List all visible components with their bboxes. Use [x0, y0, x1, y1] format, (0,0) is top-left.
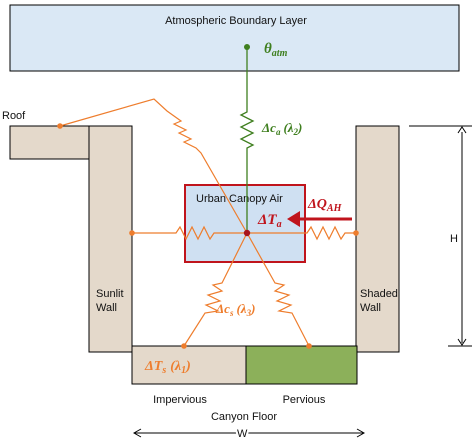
theta-symbol: θ: [264, 41, 272, 57]
delta-ta-label: ΔTa: [257, 212, 282, 230]
anthropogenic-heat-arrow: [287, 211, 352, 227]
svg-text:ΔTa: ΔTa: [257, 212, 282, 230]
pervious-node: [306, 343, 312, 349]
delta-ca-label: Δca(λ2): [261, 120, 302, 137]
canyon-floor-label: Canyon Floor: [211, 411, 277, 423]
atmosphere-resistor: [239, 47, 255, 233]
sunlit-wall-node: [129, 230, 135, 236]
width-label: W: [237, 428, 248, 440]
impervious-label: Impervious: [153, 394, 207, 406]
canopy-air-node: [243, 229, 251, 237]
shaded-wall-label-line2: Wall: [360, 302, 381, 314]
height-dimension: [409, 125, 472, 347]
pervious-label: Pervious: [283, 394, 326, 406]
svg-text:Δca(λ2): Δca(λ2): [261, 120, 302, 137]
shaded-wall-label-line1: Shaded: [360, 288, 398, 300]
roof-node: [57, 123, 63, 129]
sunlit-wall-resistor: [132, 225, 247, 241]
theta-atm-label: θatm: [264, 41, 288, 59]
roof-block: [9, 125, 90, 160]
theta-subscript: atm: [272, 48, 288, 59]
svg-text:Δcs(λ3): Δcs(λ3): [215, 301, 255, 318]
impervious-node: [181, 343, 187, 349]
impervious-surface: [131, 345, 247, 385]
svg-text:ΔTs(λ1): ΔTs(λ1): [144, 359, 191, 376]
svg-text:ΔQAH: ΔQAH: [307, 197, 343, 214]
delta-qah-label: ΔQAH: [307, 197, 343, 214]
pervious-resistor: [246, 232, 310, 347]
delta-ts-label: ΔTs(λ1): [144, 359, 191, 376]
delta-cs-label: Δcs(λ3): [215, 301, 255, 318]
sunlit-wall-label-line1: Sunlit: [96, 288, 124, 300]
width-dimension: [132, 428, 366, 438]
roof-resistor: [59, 98, 248, 234]
shaded-wall-resistor: [247, 225, 356, 241]
svg-text:θatm: θatm: [264, 41, 288, 59]
height-label: H: [450, 233, 458, 245]
sunlit-wall: [88, 125, 133, 353]
sunlit-wall-label-line2: Wall: [96, 302, 117, 314]
impervious-resistor: [183, 232, 248, 347]
atmospheric-boundary-layer-box: [9, 4, 460, 72]
urban-canopy-air-box: [184, 184, 306, 263]
atmosphere-node: [244, 44, 250, 50]
urban-canopy-air-label: Urban Canopy Air: [196, 193, 283, 205]
shaded-wall-node: [353, 230, 359, 236]
atmospheric-boundary-layer-label: Atmospheric Boundary Layer: [165, 15, 307, 27]
heat-resistor-network: [59, 98, 356, 347]
roof-label: Roof: [2, 110, 26, 122]
shaded-wall: [355, 125, 400, 353]
pervious-surface: [245, 345, 358, 385]
